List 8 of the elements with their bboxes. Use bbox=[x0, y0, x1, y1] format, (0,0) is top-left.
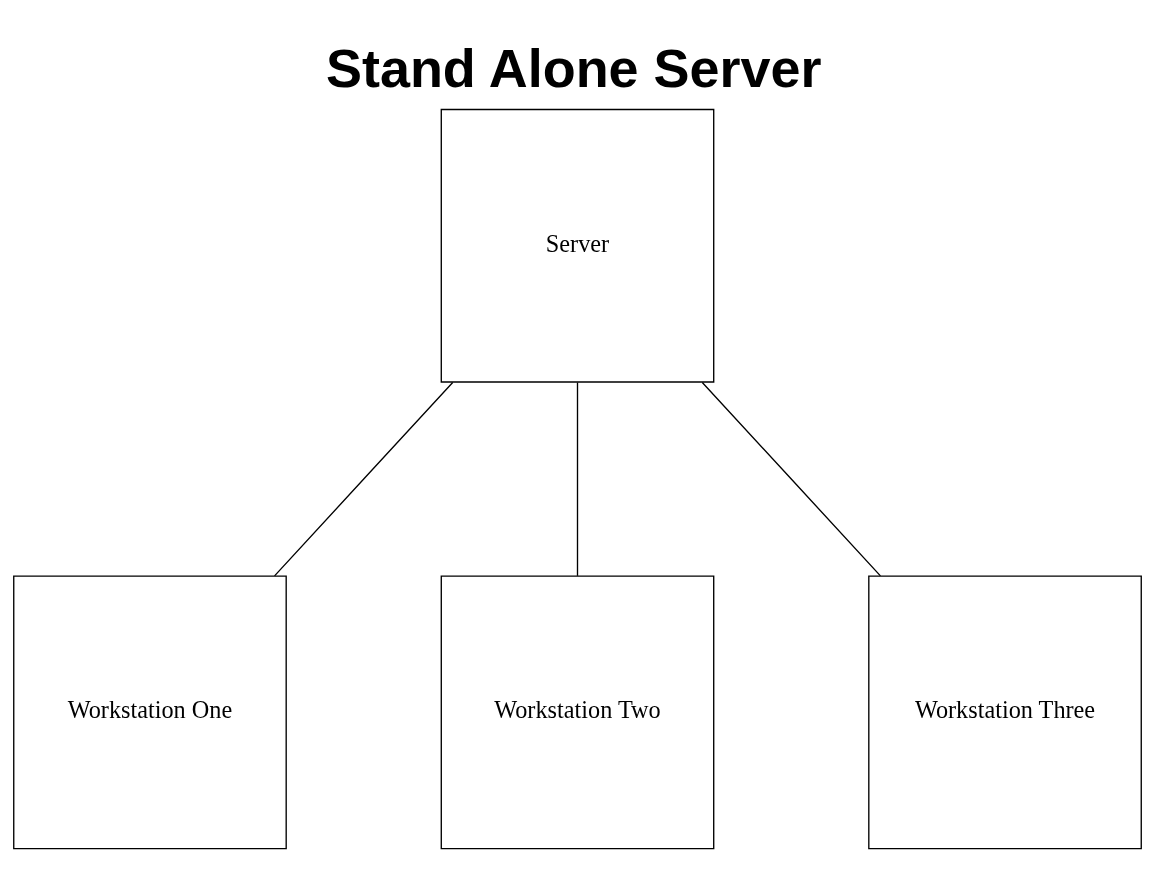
node-box: Workstation Three bbox=[868, 575, 1142, 850]
node-box: Server bbox=[440, 108, 715, 383]
connector bbox=[576, 381, 579, 577]
node-box: Workstation One bbox=[13, 575, 287, 850]
connector bbox=[273, 381, 454, 577]
node-box: Workstation Two bbox=[440, 575, 715, 850]
connector bbox=[701, 381, 882, 577]
diagram-title: Stand Alone Server bbox=[325, 37, 822, 98]
